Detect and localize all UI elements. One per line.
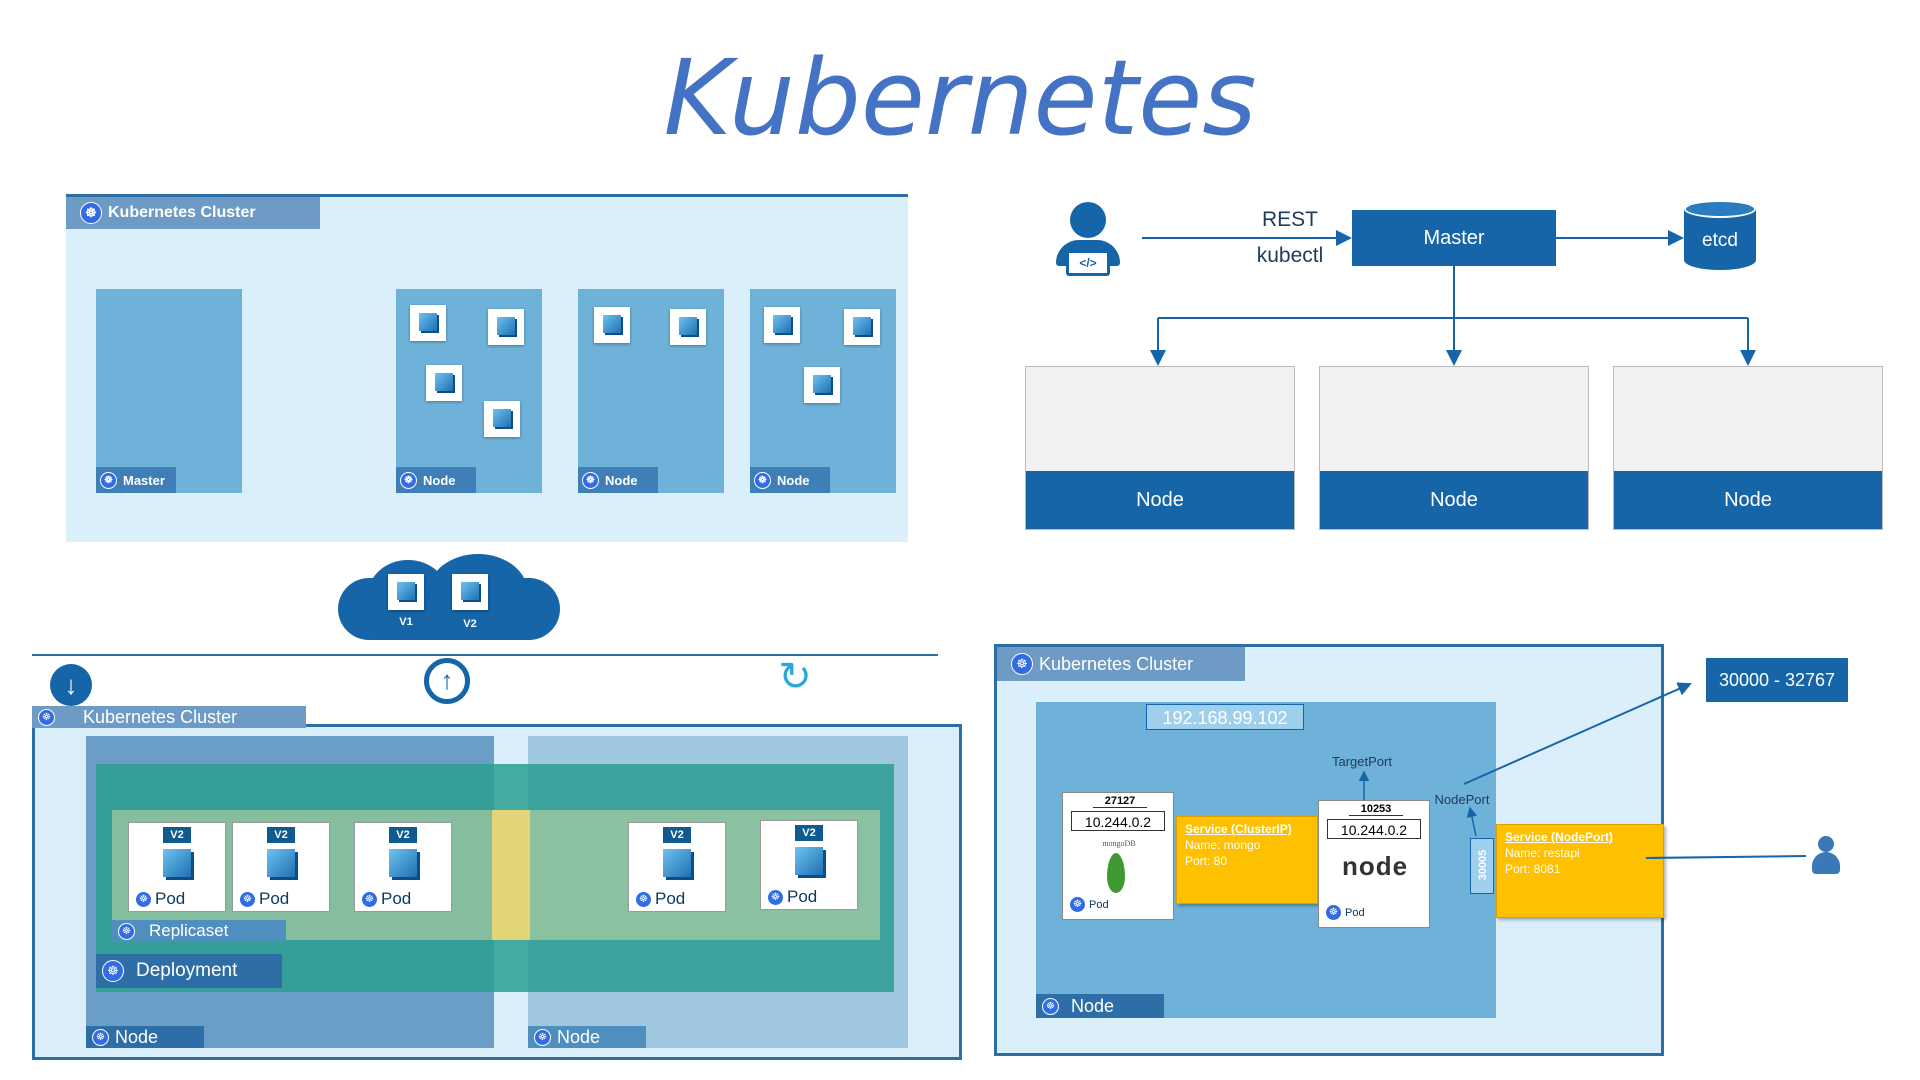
node-port-value: 30005 bbox=[1470, 838, 1494, 894]
kubernetes-icon: ☸ bbox=[582, 471, 599, 489]
container-icon bbox=[410, 305, 446, 341]
container-icon bbox=[426, 365, 462, 401]
kubernetes-icon: ☸ bbox=[38, 708, 55, 726]
node-card-1: Node bbox=[1025, 366, 1295, 530]
container-icon bbox=[764, 307, 800, 343]
kubernetes-icon: ☸ bbox=[92, 1028, 109, 1046]
node-port-label: NodePort bbox=[1434, 792, 1490, 807]
container-icon bbox=[670, 309, 706, 345]
container-icon bbox=[267, 849, 295, 877]
etcd-database-icon: etcd bbox=[1684, 200, 1756, 276]
master-box: Master bbox=[1352, 210, 1556, 266]
master-tag: ☸ Master bbox=[96, 467, 176, 493]
kubernetes-icon: ☸ bbox=[635, 890, 652, 908]
node-tag: ☸ Node bbox=[86, 1026, 204, 1048]
overlap-highlight bbox=[492, 810, 530, 940]
node-card-2: Node bbox=[1319, 366, 1589, 530]
service-nodeport: Service (NodePort) Name: restapi Port: 8… bbox=[1496, 824, 1664, 918]
container-icon bbox=[163, 849, 191, 877]
node-tag: ☸ Node bbox=[578, 467, 658, 493]
kubernetes-icon: ☸ bbox=[102, 960, 124, 982]
container-icon bbox=[388, 574, 424, 610]
replicaset-tag: ☸ Replicaset bbox=[112, 920, 286, 942]
kubernetes-icon: ☸ bbox=[100, 471, 117, 489]
mongodb-leaf-icon bbox=[1107, 853, 1125, 893]
page-title: Kubernetes bbox=[663, 37, 1257, 159]
divider-line bbox=[32, 654, 938, 656]
node-tag: ☸ Node bbox=[1036, 994, 1164, 1018]
deployment-tag: ☸ Deployment bbox=[96, 954, 282, 988]
kubernetes-icon: ☸ bbox=[118, 922, 135, 940]
kubectl-label: kubectl bbox=[1256, 244, 1324, 267]
container-icon bbox=[795, 847, 823, 875]
cluster-panel-top-left: ☸ Kubernetes Cluster ☸ Master ☸ Node ☸ N… bbox=[66, 194, 908, 542]
node-card-3: Node bbox=[1613, 366, 1883, 530]
cloud-registry: V1 V2 bbox=[328, 552, 570, 648]
container-icon bbox=[663, 849, 691, 877]
rollback-icon: ↻ bbox=[778, 655, 812, 699]
node-tag: ☸ Node bbox=[750, 467, 830, 493]
pod-card: V2 ☸Pod bbox=[354, 822, 452, 912]
download-icon: ↓ bbox=[50, 664, 92, 706]
kubernetes-icon: ☸ bbox=[534, 1028, 551, 1046]
nodejs-pod: 10253 10.244.0.2 node ☸ Pod bbox=[1318, 800, 1430, 928]
kubernetes-icon: ☸ bbox=[239, 890, 256, 908]
container-icon bbox=[452, 574, 488, 610]
kubernetes-icon: ☸ bbox=[1069, 896, 1086, 913]
service-clusterip: Service (ClusterIP) Name: mongo Port: 80 bbox=[1176, 816, 1318, 904]
cluster-tag: ☸ Kubernetes Cluster bbox=[32, 706, 306, 728]
pod-card: V2 ☸Pod bbox=[628, 822, 726, 912]
kubernetes-icon: ☸ bbox=[767, 888, 784, 906]
kubernetes-icon: ☸ bbox=[80, 202, 102, 224]
kubernetes-icon: ☸ bbox=[754, 471, 771, 489]
target-port-label: TargetPort bbox=[1332, 754, 1392, 769]
container-icon bbox=[484, 401, 520, 437]
pod-card: V2 ☸Pod bbox=[760, 820, 858, 910]
container-icon bbox=[488, 309, 524, 345]
kubernetes-icon: ☸ bbox=[1011, 653, 1033, 675]
developer-icon: </> bbox=[1052, 202, 1124, 280]
kubernetes-icon: ☸ bbox=[400, 471, 417, 489]
rest-label: REST bbox=[1261, 208, 1318, 231]
kubernetes-icon: ☸ bbox=[1042, 997, 1059, 1015]
node-ip-label: 192.168.99.102 bbox=[1146, 704, 1304, 730]
cluster-label: Kubernetes Cluster bbox=[108, 204, 256, 221]
pod-card: V2 ☸Pod bbox=[232, 822, 330, 912]
node-tag: ☸ Node bbox=[528, 1026, 646, 1048]
node-box-1: ☸ Node bbox=[396, 289, 542, 493]
node-box-2: ☸ Node bbox=[578, 289, 724, 493]
cluster-tag: ☸ Kubernetes Cluster bbox=[997, 647, 1245, 681]
user-icon bbox=[1810, 836, 1842, 876]
upgrade-icon: ↑ bbox=[424, 658, 470, 704]
kubernetes-icon: ☸ bbox=[361, 890, 378, 908]
master-box: ☸ Master bbox=[96, 289, 242, 493]
container-icon bbox=[804, 367, 840, 403]
pod-card: V2 ☸Pod bbox=[128, 822, 226, 912]
mongo-pod: 27127 10.244.0.2 mongoDB ☸ Pod bbox=[1062, 792, 1174, 920]
nodejs-logo-icon: node bbox=[1341, 851, 1409, 881]
kubernetes-icon: ☸ bbox=[135, 890, 152, 908]
port-range-box: 30000 - 32767 bbox=[1706, 658, 1848, 702]
kubernetes-icon: ☸ bbox=[1325, 904, 1342, 921]
container-icon bbox=[594, 307, 630, 343]
cluster-tag: ☸ Kubernetes Cluster bbox=[66, 197, 320, 229]
node-box-3: ☸ Node bbox=[750, 289, 896, 493]
node-tag: ☸ Node bbox=[396, 467, 476, 493]
container-icon bbox=[389, 849, 417, 877]
container-icon bbox=[844, 309, 880, 345]
